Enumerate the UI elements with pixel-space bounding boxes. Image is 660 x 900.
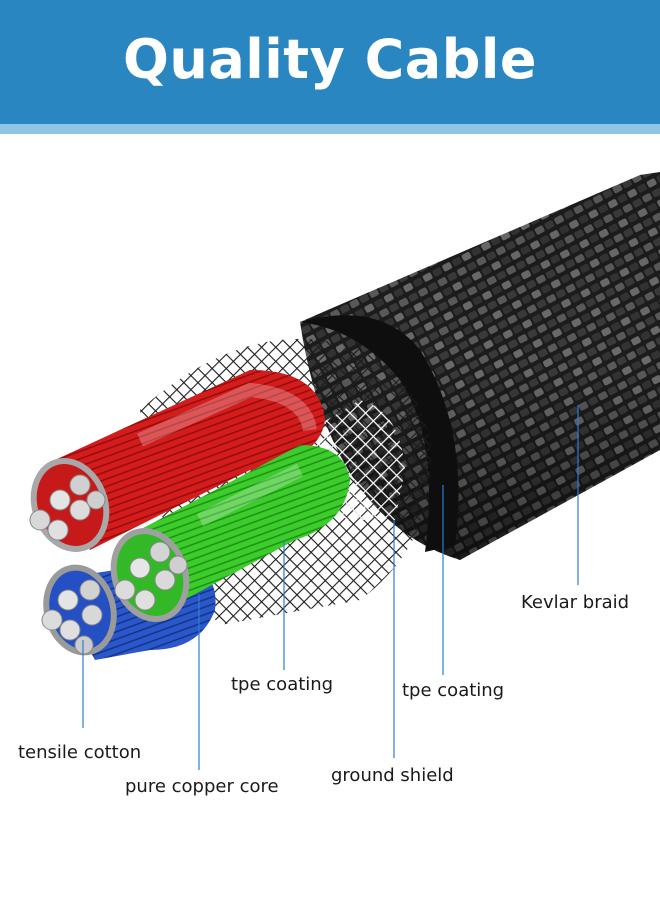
cable-illustration xyxy=(29,172,660,770)
leader-lines xyxy=(82,405,579,770)
label-kevlar-braid: Kevlar braid xyxy=(521,592,630,613)
label-ground-shield: ground shield xyxy=(331,765,454,786)
green-core xyxy=(110,445,350,622)
label-pure-copper-core: pure copper core xyxy=(125,776,279,797)
header-stripe xyxy=(0,124,660,134)
label-tpe-coating-inner: tpe coating xyxy=(231,674,334,695)
page-title: Quality Cable xyxy=(123,27,537,91)
label-tensile-cotton: tensile cotton xyxy=(18,742,142,763)
red-core-wires xyxy=(29,474,106,541)
label-tpe-coating-outer: tpe coating xyxy=(402,680,505,701)
header-banner: Quality Cable xyxy=(0,0,660,124)
